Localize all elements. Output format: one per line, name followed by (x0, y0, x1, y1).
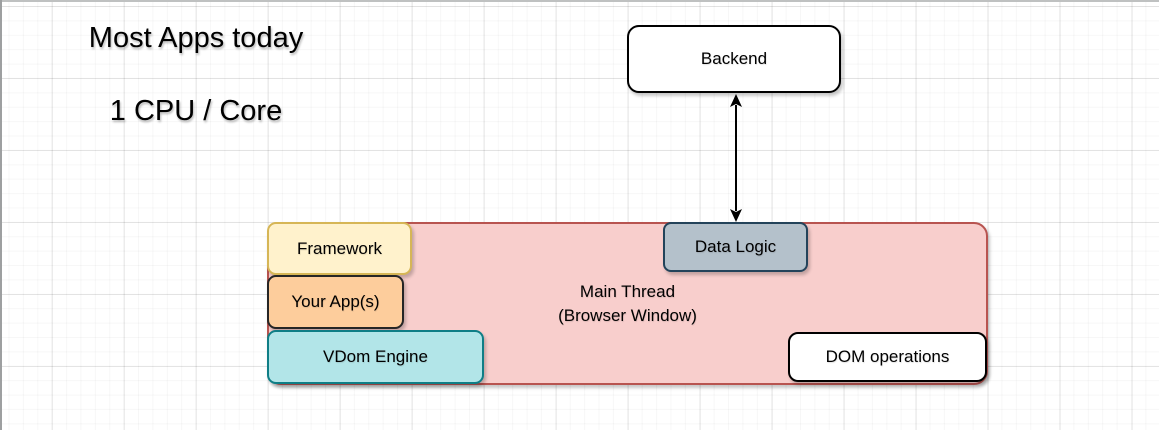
title-cpu-core[interactable]: 1 CPU / Core (109, 95, 283, 127)
your-apps-label: Your App(s) (291, 292, 380, 311)
backend-datalogic-connector[interactable] (724, 93, 748, 223)
framework-label: Framework (296, 238, 382, 258)
main-thread-label-line1: Main Thread (579, 281, 676, 301)
vdom-engine-label: VDom Engine (323, 347, 428, 366)
dom-operations-label: DOM operations (825, 347, 950, 366)
canvas-left-edge (0, 0, 2, 430)
node-vdom-engine[interactable]: VDom Engine (267, 330, 484, 384)
arrow-head-down-icon (730, 209, 742, 222)
node-your-apps[interactable]: Your App(s) (267, 275, 404, 329)
node-backend[interactable]: Backend (627, 25, 841, 93)
canvas-top-edge (0, 0, 1159, 2)
title-most-apps-today[interactable]: Most Apps today (88, 22, 304, 54)
main-thread-label-line2: (Browser Window) (558, 305, 697, 325)
backend-label: Backend (700, 49, 768, 68)
node-dom-operations[interactable]: DOM operations (788, 332, 987, 382)
node-framework[interactable]: Framework (267, 222, 412, 275)
main-thread-label: Main Thread (Browser Window) (558, 280, 697, 328)
data-logic-label: Data Logic (694, 237, 777, 256)
arrow-head-up-icon (730, 94, 742, 107)
node-data-logic[interactable]: Data Logic (663, 222, 808, 272)
